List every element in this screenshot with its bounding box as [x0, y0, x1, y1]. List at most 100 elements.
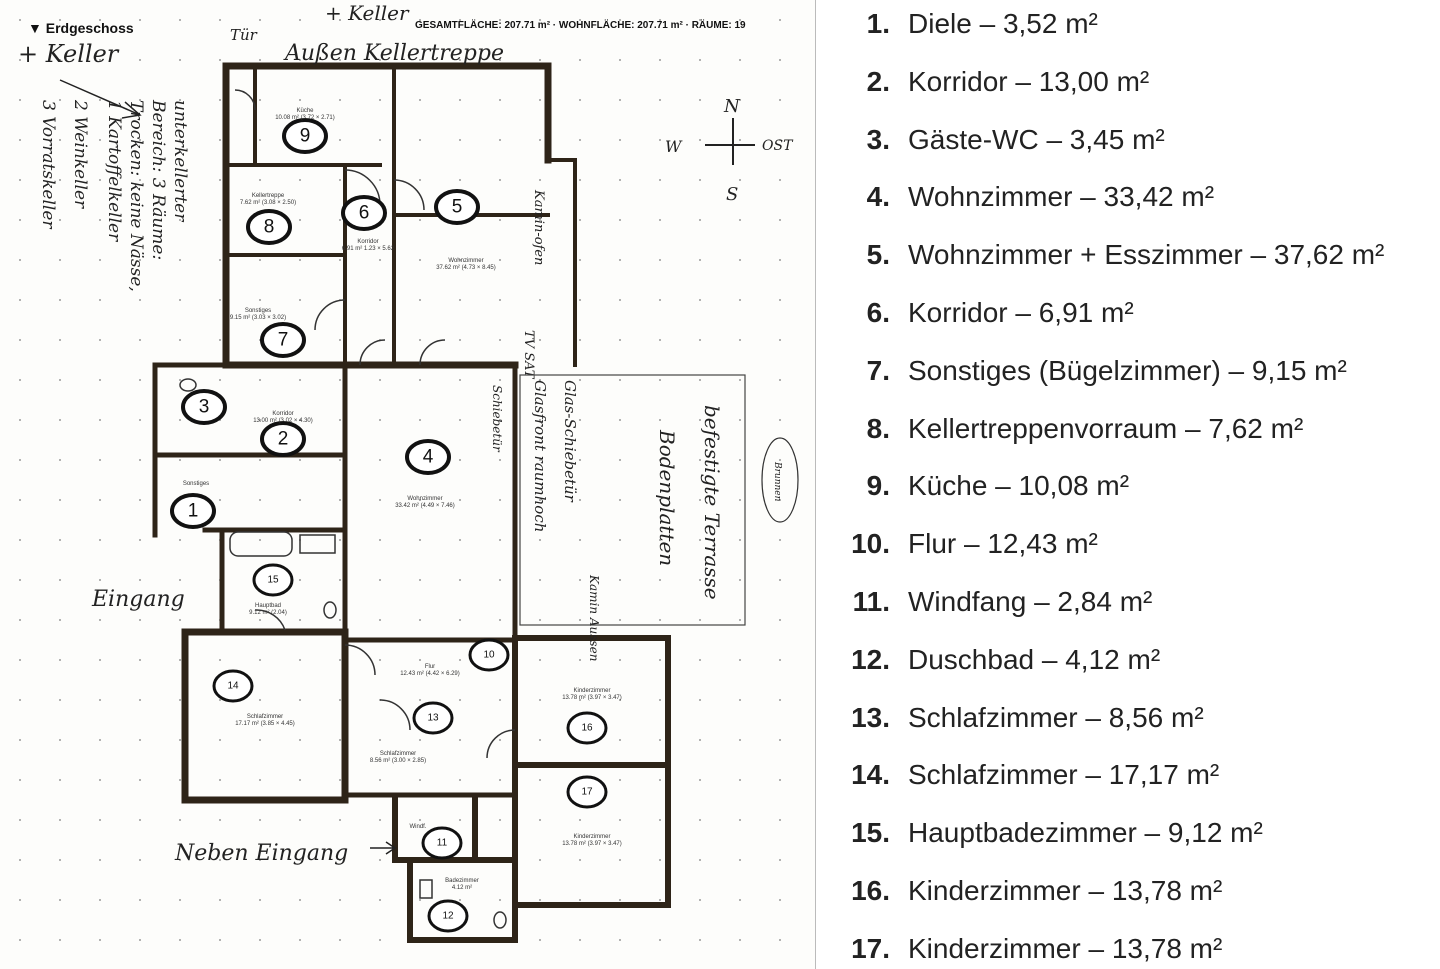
- walls: [152, 62, 671, 943]
- note-glas-2: Glasfront raumhoch: [531, 380, 549, 532]
- room-label-size: 12.43 m² (4.42 × 6.29): [400, 671, 460, 677]
- note-tv-sat: TV SAT: [521, 330, 536, 380]
- note-aussen-kellertreppe: Außen Kellertreppe: [283, 41, 504, 66]
- room-list-label: Küche – 10,08 m²: [908, 470, 1130, 502]
- room-marker-circle: [212, 669, 254, 703]
- room-marker-number: 2: [278, 429, 289, 450]
- room-list-label: Schlafzimmer – 8,56 m²: [908, 701, 1204, 733]
- room-list-item: 12.Duschbad – 4,12 m²: [820, 640, 1160, 680]
- room-marker-number: 3: [199, 397, 210, 418]
- fixtures: [179, 378, 507, 929]
- room-label-name: Kinderzimmer: [573, 688, 610, 694]
- room-marker-number: 12: [442, 911, 454, 922]
- room-marker-number: 4: [423, 447, 434, 468]
- room-marker-circle: [427, 899, 469, 933]
- room-list-number: 6.: [866, 297, 890, 328]
- dot-grid: [0, 0, 815, 969]
- room-list-number: 9.: [866, 470, 890, 502]
- room-label-size: 6.91 m² 1.23 × 5.62: [342, 246, 395, 252]
- room-list-number: 7.: [866, 354, 890, 386]
- room-label-size: 9.15 m² (3.03 × 3.02): [230, 315, 286, 321]
- room-list-label: Hauptbadezimmer – 9,12 m²: [908, 817, 1263, 849]
- room-list-number: 8.: [866, 412, 890, 444]
- note-plus-keller-top: + Keller: [325, 1, 410, 25]
- room-list-item: 7. Sonstiges (Bügelzimmer) – 9,15 m²: [820, 351, 1347, 391]
- room-label-name: Hauptbad: [255, 603, 281, 609]
- cellar-note-4: 1 Kartoffelkeller: [104, 100, 124, 242]
- room-list-item: 4.Wohnzimmer – 33,42 m²: [820, 177, 1214, 217]
- room-list-item: 9. Küche – 10,08 m²: [820, 466, 1129, 506]
- room-list-label: Kellertreppenvorraum – 7,62 m²: [908, 412, 1304, 444]
- room-label-name: Korridor: [357, 239, 378, 245]
- note-kaminofen: Kamin-ofen: [531, 189, 546, 265]
- room-label-name: Schlafzimmer: [380, 751, 416, 757]
- room-list-number: 13.: [851, 701, 890, 733]
- room-label-name: Kinderzimmer: [573, 834, 610, 840]
- room-label-name: Badezimmer: [445, 878, 479, 884]
- room-label-name: Wohnzimmer: [407, 496, 442, 502]
- room-list-item: 2.Korridor – 13,00 m²: [820, 62, 1150, 102]
- room-list-label: Gäste-WC – 3,45 m²: [908, 123, 1165, 155]
- room-label-size: 13.00 m² (3.02 × 4.30): [253, 418, 313, 424]
- room-list-item: 13. Schlafzimmer – 8,56 m²: [820, 698, 1204, 738]
- room-marker-circle: [282, 118, 328, 154]
- cellar-note-5: 2 Weinkeller: [70, 99, 90, 209]
- room-label-size: 13.78 m² (3.97 × 3.47): [562, 841, 622, 847]
- room-list-item: 11. Windfang – 2,84 m²: [820, 582, 1153, 622]
- room-list-item: 3.Gäste-WC – 3,45 m²: [820, 120, 1165, 160]
- room-list-number: 4.: [866, 181, 890, 213]
- room-label-name: Sonstiges: [245, 308, 271, 314]
- room-marker-circle: [434, 189, 480, 225]
- room-marker-number: 13: [427, 713, 439, 724]
- area-summary: GESAMTFLÄCHE: 207.71 m² · WOHNFLÄCHE: 20…: [415, 18, 746, 31]
- room-list-number: 11.: [852, 586, 890, 617]
- room-label-size: 13.78 m² (3.97 × 3.47): [562, 695, 622, 701]
- floor-title: ▼ Erdgeschoss: [28, 20, 134, 36]
- compass: N W OST S: [665, 96, 794, 205]
- room-label-name: Schlafzimmer: [247, 714, 283, 720]
- room-marker-circle: [566, 711, 608, 745]
- room-marker-circle: [566, 775, 608, 809]
- room-marker-number: 15: [267, 575, 279, 586]
- room-marker-number: 10: [483, 650, 495, 661]
- room-list-item: 6. Korridor – 6,91 m²: [820, 293, 1134, 333]
- room-list-label: Flur – 12,43 m²: [908, 528, 1098, 560]
- room-list-label: Diele – 3,52 m²: [908, 8, 1098, 39]
- cellar-note-6: 3 Vorratskeller: [38, 100, 58, 229]
- room-list-number: 1.: [866, 8, 890, 39]
- room-label-size: 17.17 m² (3.85 × 4.45): [235, 721, 295, 727]
- compass-n: N: [723, 96, 741, 117]
- room-marker-circle: [260, 322, 306, 358]
- note-kamin-aussen: Kamin Aussen: [587, 574, 601, 661]
- room-label-name: Flur: [425, 664, 435, 670]
- compass-s: S: [726, 184, 738, 205]
- room-label-size: 7.62 m² (3.08 × 2.50): [240, 200, 296, 206]
- room-list-number: 17.: [851, 932, 890, 964]
- room-list-label: Windfang – 2,84 m²: [908, 586, 1153, 617]
- door-arcs: [234, 89, 516, 759]
- note-brunnen: Brunnen: [772, 461, 782, 502]
- room-list-label: Korridor – 13,00 m²: [908, 65, 1150, 97]
- room-label-name: Windf.: [409, 824, 426, 830]
- note-tuer: Tür: [230, 26, 258, 44]
- room-marker-number: 1: [188, 501, 199, 522]
- room-list-label: Kinderzimmer – 13,78 m²: [908, 875, 1223, 906]
- room-list-item: 1. Diele – 3,52 m²: [820, 4, 1098, 44]
- room-label-size: 33.42 m² (4.49 × 7.46): [395, 503, 455, 509]
- room-label-size: 10.08 m² (3.72 × 2.71): [275, 115, 335, 121]
- room-marker-number: 14: [227, 681, 239, 692]
- room-list-label: Duschbad – 4,12 m²: [908, 643, 1161, 675]
- room-list-number: 10.: [851, 528, 890, 560]
- floor-plan-drawing: ▼ Erdgeschoss GESAMTFLÄCHE: 207.71 m² · …: [0, 0, 815, 969]
- note-schiebetuer: Schiebetür: [490, 385, 504, 453]
- compass-w: W: [665, 137, 683, 156]
- room-list-number: 15.: [851, 817, 890, 849]
- room-list-label: Korridor – 6,91 m²: [908, 297, 1134, 328]
- note-plus-keller-left: + Keller: [18, 40, 120, 68]
- room-marker-circle: [468, 638, 510, 672]
- cellar-note-2: Bereich: 3 Räume:: [148, 99, 168, 260]
- room-marker-number: 6: [359, 203, 370, 224]
- room-list-item: 14.Schlafzimmer – 17,17 m²: [820, 755, 1219, 795]
- room-list-label: Sonstiges (Bügelzimmer) – 9,15 m²: [908, 354, 1347, 386]
